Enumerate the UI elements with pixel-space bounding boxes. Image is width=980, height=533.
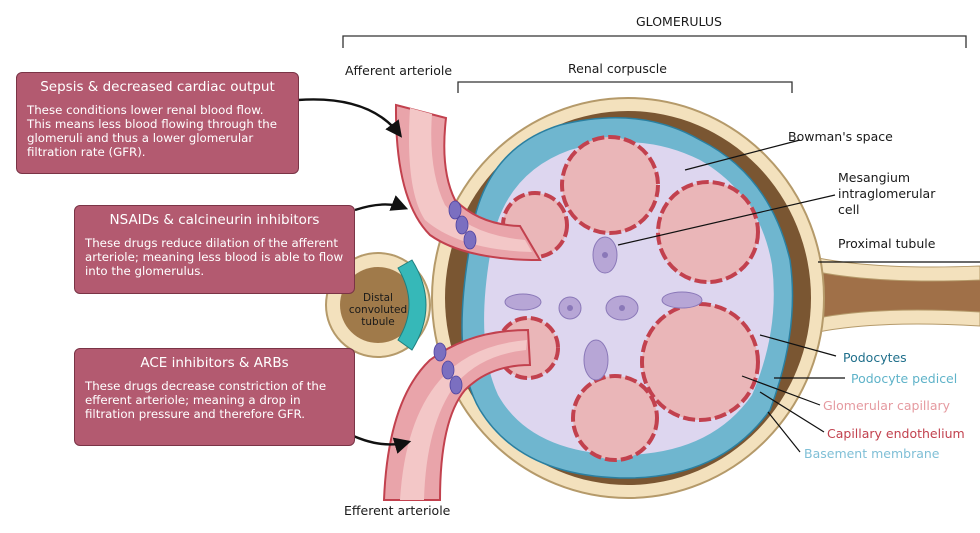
proximal-tubule-label: Proximal tubule [838, 236, 936, 251]
capillary-endothelium-label: Capillary endothelium [827, 426, 965, 441]
glomerular-capillary-label: Glomerular capillary [823, 398, 951, 413]
podocyte-pedicel-label: Podocyte pedicel [851, 371, 958, 386]
podocytes-label: Podocytes [843, 350, 907, 365]
mesangium-label: Mesangium intraglomerular cell [838, 170, 936, 217]
basement-membrane-label: Basement membrane [804, 446, 940, 461]
box-title: ACE inhibitors & ARBs [140, 355, 289, 371]
box-body: These drugs decrease constriction of the… [85, 379, 327, 421]
leader-lines [617, 139, 980, 453]
box-body: These conditions lower renal blood flow.… [27, 103, 277, 159]
renal-corpuscle-label: Renal corpuscle [568, 61, 667, 76]
sepsis-box: Sepsis & decreased cardiac output These … [16, 72, 299, 174]
efferent-arteriole-label: Efferent arteriole [344, 503, 451, 518]
afferent-arteriole-vessel [394, 103, 542, 262]
nsaids-box: NSAIDs & calcineurin inhibitors These dr… [74, 205, 355, 294]
glomerulus-title: GLOMERULUS [636, 14, 722, 29]
box-title: Sepsis & decreased cardiac output [40, 79, 275, 95]
box-body: These drugs reduce dilation of the affer… [85, 236, 344, 278]
mesangial-cells [504, 236, 703, 381]
proximal-tubule [817, 257, 980, 333]
renal-corpuscle-bracket [457, 81, 793, 93]
efferent-arteriole-vessel [382, 328, 532, 501]
ace-inhibitors-box: ACE inhibitors & ARBs These drugs decrea… [74, 348, 355, 446]
afferent-arteriole-label: Afferent arteriole [345, 63, 453, 78]
distal-tubule-label: Distal convoluted tubule [348, 292, 408, 328]
glomerulus-bracket [342, 35, 967, 48]
juxtaglomerular-cells [433, 200, 477, 395]
box-title: NSAIDs & calcineurin inhibitors [109, 212, 320, 228]
bowmans-space-label: Bowman's space [788, 129, 893, 144]
